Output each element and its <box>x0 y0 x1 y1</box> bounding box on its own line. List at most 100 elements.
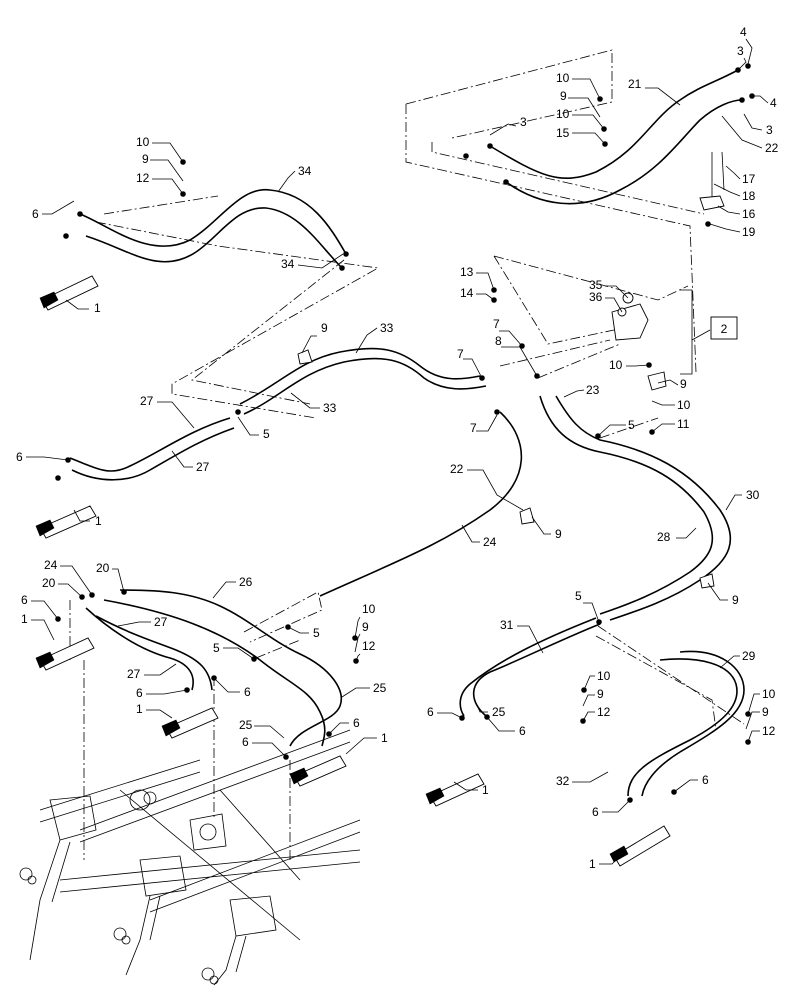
hose-27-lower-left <box>85 607 194 691</box>
callout-c-6j: 6 <box>673 773 709 793</box>
callout-c-24a: 24 <box>461 524 497 549</box>
leader-line <box>747 693 760 715</box>
callout-number: 30 <box>746 488 760 502</box>
callout-number: 10 <box>362 602 376 616</box>
leader-line <box>252 742 287 758</box>
callout-number: 3 <box>766 123 773 137</box>
leader-line <box>150 159 184 182</box>
callout-c-7b: 7 <box>457 347 483 379</box>
callout-c-15: 15 <box>556 126 606 145</box>
callout-c-3a: 3 <box>737 44 747 71</box>
callout-c-10f: 10 <box>354 602 376 639</box>
callout-c-6k: 6 <box>592 799 631 819</box>
leader-line <box>355 653 361 662</box>
callout-c-9b: 9 <box>142 152 184 182</box>
callout-number: 20 <box>96 561 110 575</box>
callout-c-27a: 27 <box>140 394 195 429</box>
leader-line <box>152 178 184 195</box>
hose-27-lower <box>71 427 235 481</box>
callout-c-10b: 10 <box>556 107 605 130</box>
callout-number: 6 <box>244 685 251 699</box>
callout-number: 9 <box>142 152 149 166</box>
hose-25-left <box>103 599 326 747</box>
callout-c-28: 28 <box>657 527 697 544</box>
callout-number: 1 <box>136 702 143 716</box>
hose-25-right <box>472 623 601 717</box>
callout-c-12c: 12 <box>582 705 611 722</box>
callout-number: 22 <box>765 141 779 155</box>
leader-line <box>354 616 361 639</box>
leader-line <box>461 524 480 543</box>
leader-line <box>297 253 344 269</box>
callout-c-1d: 1 <box>136 702 173 719</box>
leader-line <box>437 712 463 719</box>
callout-number: 9 <box>732 593 739 607</box>
control-valve <box>611 292 649 341</box>
callout-number: 28 <box>657 530 671 544</box>
callout-c-10e: 10 <box>651 398 691 412</box>
callout-number: 9 <box>680 377 687 391</box>
callout-number: 33 <box>323 401 337 415</box>
callout-number: 1 <box>94 301 101 315</box>
callout-c-10g: 10 <box>583 669 611 691</box>
callout-c-6a: 6 <box>32 200 75 221</box>
leader-line <box>467 469 524 511</box>
callout-c-9g: 9 <box>354 620 369 653</box>
callout-number: 25 <box>492 705 506 719</box>
cylinder-1-lower-center <box>161 707 219 739</box>
leader-line <box>499 330 523 347</box>
callout-number: 34 <box>298 164 312 178</box>
callout-number: 5 <box>575 589 582 603</box>
callout-c-35: 35 <box>589 278 629 299</box>
callout-number: 19 <box>742 225 756 239</box>
leader-line <box>476 272 495 291</box>
leader-line <box>743 113 763 131</box>
callout-number: 14 <box>460 286 474 300</box>
callout-c-11: 11 <box>651 417 690 433</box>
callout-number: 27 <box>140 394 154 408</box>
leader-line <box>171 450 193 468</box>
callout-number: 6 <box>427 705 434 719</box>
callout-number: 3 <box>520 115 527 129</box>
callout-c-1f: 1 <box>453 781 489 797</box>
hose-33-lower <box>243 357 487 415</box>
leader-line <box>341 687 370 698</box>
leader-line <box>719 655 740 669</box>
callout-number: 8 <box>495 334 502 348</box>
callout-c-6e: 6 <box>213 677 251 699</box>
leader-line <box>277 170 296 193</box>
leader-line <box>157 401 195 429</box>
leader-line <box>254 725 285 739</box>
hose-28 <box>539 395 714 615</box>
callout-c-12a: 12 <box>136 171 184 195</box>
callout-number: 7 <box>457 347 464 361</box>
leader-line <box>354 633 361 653</box>
callout-number: 20 <box>42 576 56 590</box>
callout-c-9f: 9 <box>707 582 739 607</box>
callout-number: 35 <box>589 278 603 292</box>
callout-number: 31 <box>500 618 514 632</box>
leader-line <box>713 183 741 197</box>
hose-29 <box>627 658 738 797</box>
leader-line <box>583 675 595 691</box>
leader-line <box>486 716 515 732</box>
callout-number: 27 <box>154 615 168 629</box>
callout-c-18: 18 <box>713 183 756 203</box>
leader-line <box>583 602 600 623</box>
leader-line <box>651 423 675 433</box>
callout-number: 32 <box>556 774 570 788</box>
callout-c-25b: 25 <box>475 702 506 719</box>
callout-number: 9 <box>597 687 604 701</box>
leader-line <box>152 142 184 163</box>
leader-line <box>752 95 769 104</box>
leader-line <box>745 38 753 65</box>
callout-c-9a: 9 <box>560 89 601 118</box>
callout-c-6d: 6 <box>136 686 188 700</box>
callout-number: 24 <box>44 558 58 572</box>
callout-c-9i: 9 <box>745 705 769 730</box>
callout-c-12d: 12 <box>747 724 776 743</box>
callout-c-9d: 9 <box>657 377 687 391</box>
leader-line <box>572 114 605 130</box>
callout-number: 10 <box>556 71 570 85</box>
phantom-right-link <box>595 417 745 731</box>
